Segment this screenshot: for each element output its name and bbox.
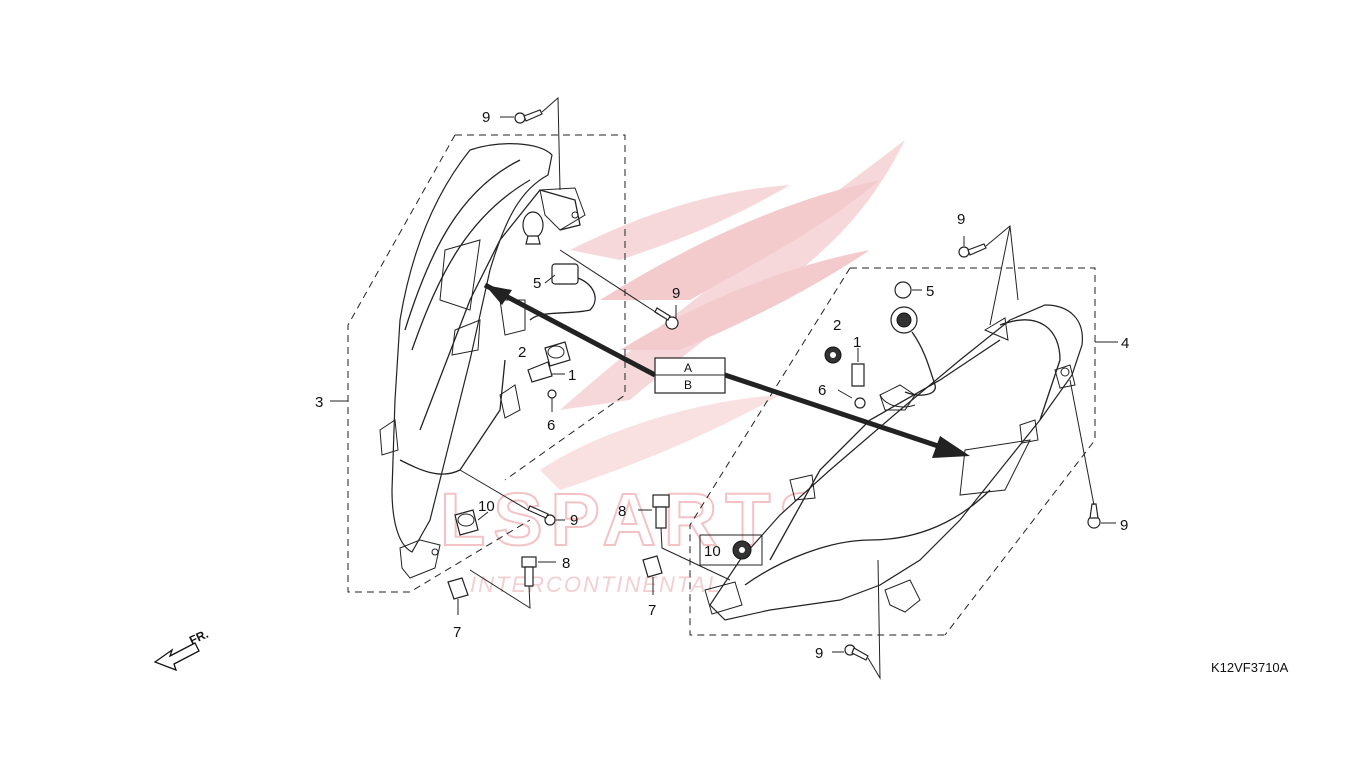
left-small-parts	[447, 96, 679, 615]
screw-9-mid-left	[559, 249, 679, 330]
label-5-right: 5	[926, 283, 934, 300]
wing-logo-watermark	[540, 140, 905, 490]
grommet-2-left	[544, 341, 571, 367]
label-9-bottom-right: 9	[815, 645, 823, 662]
callout-a-label: A	[684, 361, 692, 375]
clip-1-left	[527, 361, 565, 383]
label-9-top-right: 9	[957, 211, 965, 228]
label-1-right: 1	[853, 334, 861, 351]
socket-harness-left	[529, 263, 596, 321]
screw-9-top-right	[958, 225, 1019, 326]
label-7-left: 7	[453, 624, 461, 641]
label-2-right: 2	[833, 317, 841, 334]
socket-harness-right	[879, 306, 936, 408]
label-9-mid-left: 9	[672, 285, 680, 302]
drawing-code: K12VF3710A	[1211, 660, 1289, 675]
screw-9-right-side	[1069, 379, 1116, 529]
label-6-right: 6	[818, 382, 826, 399]
label-3: 3	[315, 394, 323, 411]
callout-b-label: B	[684, 378, 692, 392]
label-9-top-left: 9	[482, 109, 490, 126]
grommet-10-left	[454, 509, 489, 536]
fr-label: FR.	[187, 627, 210, 648]
label-6-left: 6	[547, 417, 555, 434]
label-9-lower-left: 9	[570, 512, 578, 529]
part-labels: 9 9 9 9 9 9 3 4 5 5 2 2 1 1 6 6 10 10 8 …	[315, 109, 1129, 662]
grommet-2-right	[824, 346, 842, 364]
label-10-left: 10	[478, 498, 495, 515]
nut-7-left	[447, 577, 469, 615]
label-10-right: 10	[704, 543, 721, 560]
left-headlight-housing	[379, 143, 586, 579]
label-2-left: 2	[518, 344, 526, 361]
front-direction-indicator: FR.	[153, 627, 211, 672]
label-5-left: 5	[533, 275, 541, 292]
screw-9-bottom-right	[832, 559, 881, 680]
label-7-right: 7	[648, 602, 656, 619]
label-8-right: 8	[618, 503, 626, 520]
bulb-5-left	[522, 211, 544, 245]
grommet-10-right	[699, 534, 763, 566]
right-small-parts	[638, 225, 1116, 680]
screw-9-lower-left	[459, 469, 565, 526]
connection-arrows	[483, 282, 970, 458]
label-4: 4	[1121, 335, 1129, 352]
label-8-left: 8	[562, 555, 570, 572]
bolt-8-left	[469, 556, 556, 609]
cap-5-right	[894, 281, 922, 299]
screw-6-right	[837, 389, 866, 409]
screw-6-left	[547, 389, 557, 412]
right-assembly-boundary	[689, 267, 1118, 636]
right-headlight-housing	[704, 304, 1083, 621]
nut-7-right	[642, 555, 663, 595]
clip-1-right	[851, 348, 865, 387]
bolt-8-right	[638, 494, 731, 581]
label-9-right-side: 9	[1120, 517, 1128, 534]
label-1-left: 1	[568, 367, 576, 384]
ab-callout-box: A B	[654, 357, 726, 394]
screw-9-top-left	[500, 96, 561, 191]
left-assembly-boundary	[330, 134, 626, 593]
